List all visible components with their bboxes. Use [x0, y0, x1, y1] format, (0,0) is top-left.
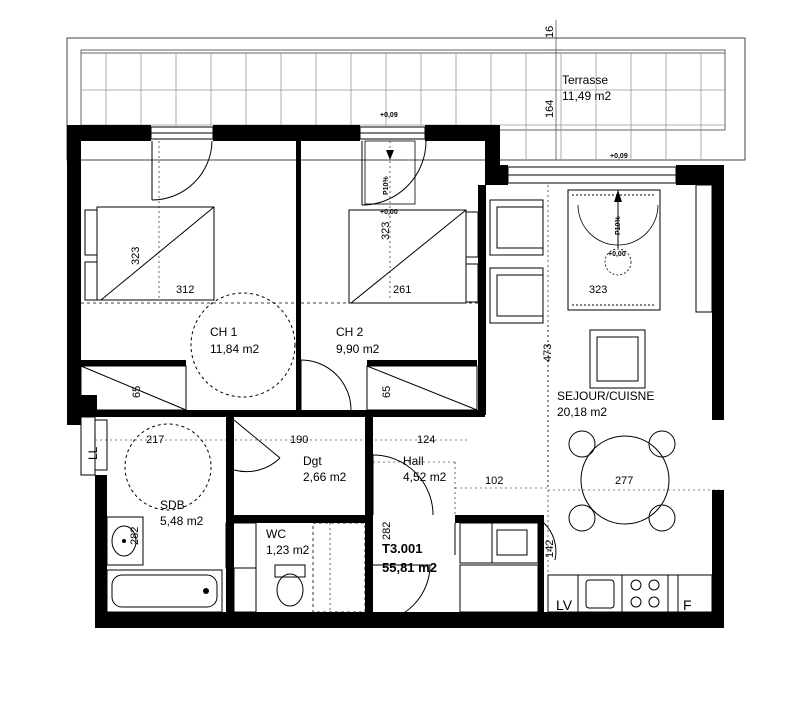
terrace-tiles — [81, 53, 725, 160]
dim-323-ch1: 323 — [130, 247, 142, 265]
ch1-name: CH 1 — [210, 325, 238, 339]
dim-323-sejour: 323 — [589, 284, 607, 296]
dim-282-hall: 282 — [381, 522, 393, 540]
dim-190: 190 — [290, 434, 308, 446]
ch2-area: 9,90 m2 — [336, 342, 380, 356]
toilet — [274, 564, 306, 607]
sejour-sill-level: +0,09 — [610, 153, 628, 160]
turning-circle-sdb — [124, 423, 212, 511]
sdb-name: SDB — [160, 498, 185, 512]
dim-124: 124 — [417, 434, 435, 446]
dgt-area: 2,66 m2 — [303, 470, 347, 484]
terrace-area — [66, 20, 746, 161]
sejour-slope: P10% — [615, 216, 622, 235]
walls — [67, 125, 724, 628]
ch2-name: CH 2 — [336, 325, 364, 339]
wc-name: WC — [266, 527, 286, 541]
dim-312: 312 — [176, 284, 194, 296]
sejour-area: 20,18 m2 — [557, 405, 607, 419]
ch2-slope: P10% — [383, 176, 390, 195]
dim-217: 217 — [146, 434, 164, 446]
ch1-area: 11,84 m2 — [210, 342, 259, 356]
dim-65-ch1: 65 — [131, 386, 143, 398]
terrasse-area: 11,49 m2 — [562, 89, 611, 103]
f-label: F — [683, 597, 692, 613]
sejour-floor-level: +0,00 — [608, 251, 626, 258]
doors — [151, 140, 557, 623]
ll-label: LL — [86, 446, 100, 460]
hall-area: 4,52 m2 — [403, 470, 447, 484]
bed-ch1 — [84, 206, 215, 301]
dim-323-ch2: 323 — [380, 222, 392, 240]
dim-164: 164 — [544, 100, 556, 118]
terrasse-name: Terrasse — [562, 73, 608, 87]
ch2-floor-level: +0,00 — [380, 209, 398, 216]
dim-142: 142 — [544, 540, 556, 558]
storage-unit — [459, 522, 539, 613]
dim-277: 277 — [615, 475, 633, 487]
turning-circle-ch1 — [190, 292, 296, 398]
wardrobes — [80, 365, 478, 411]
wc-area: 1,23 m2 — [266, 543, 310, 557]
dgt-name: Dgt — [303, 454, 322, 468]
washbasin — [106, 516, 144, 566]
dining-table — [568, 430, 676, 532]
dim-65-ch2: 65 — [381, 386, 393, 398]
ch2-sill-level: +0,09 — [380, 112, 398, 119]
dimension-lines — [95, 325, 549, 515]
windows — [150, 126, 677, 184]
dim-282-sdb: 282 — [129, 527, 141, 545]
bathtub — [106, 569, 223, 613]
dim-16: 16 — [544, 26, 556, 38]
bed-ch2 — [348, 209, 479, 304]
sdb-area: 5,48 m2 — [160, 514, 204, 528]
dim-473: 473 — [542, 344, 554, 362]
unit-ref: T3.001 — [382, 541, 422, 556]
kitchen-counter — [547, 574, 713, 613]
lv-label: LV — [556, 597, 573, 613]
hall-name: Hall — [403, 454, 424, 468]
sofa-armchairs — [489, 199, 646, 389]
rug — [567, 189, 661, 311]
dim-261: 261 — [393, 284, 411, 296]
sejour-name: SEJOUR/CUISNE — [557, 389, 654, 403]
dim-102: 102 — [485, 475, 503, 487]
unit-total-area: 55,81 m2 — [382, 560, 437, 575]
